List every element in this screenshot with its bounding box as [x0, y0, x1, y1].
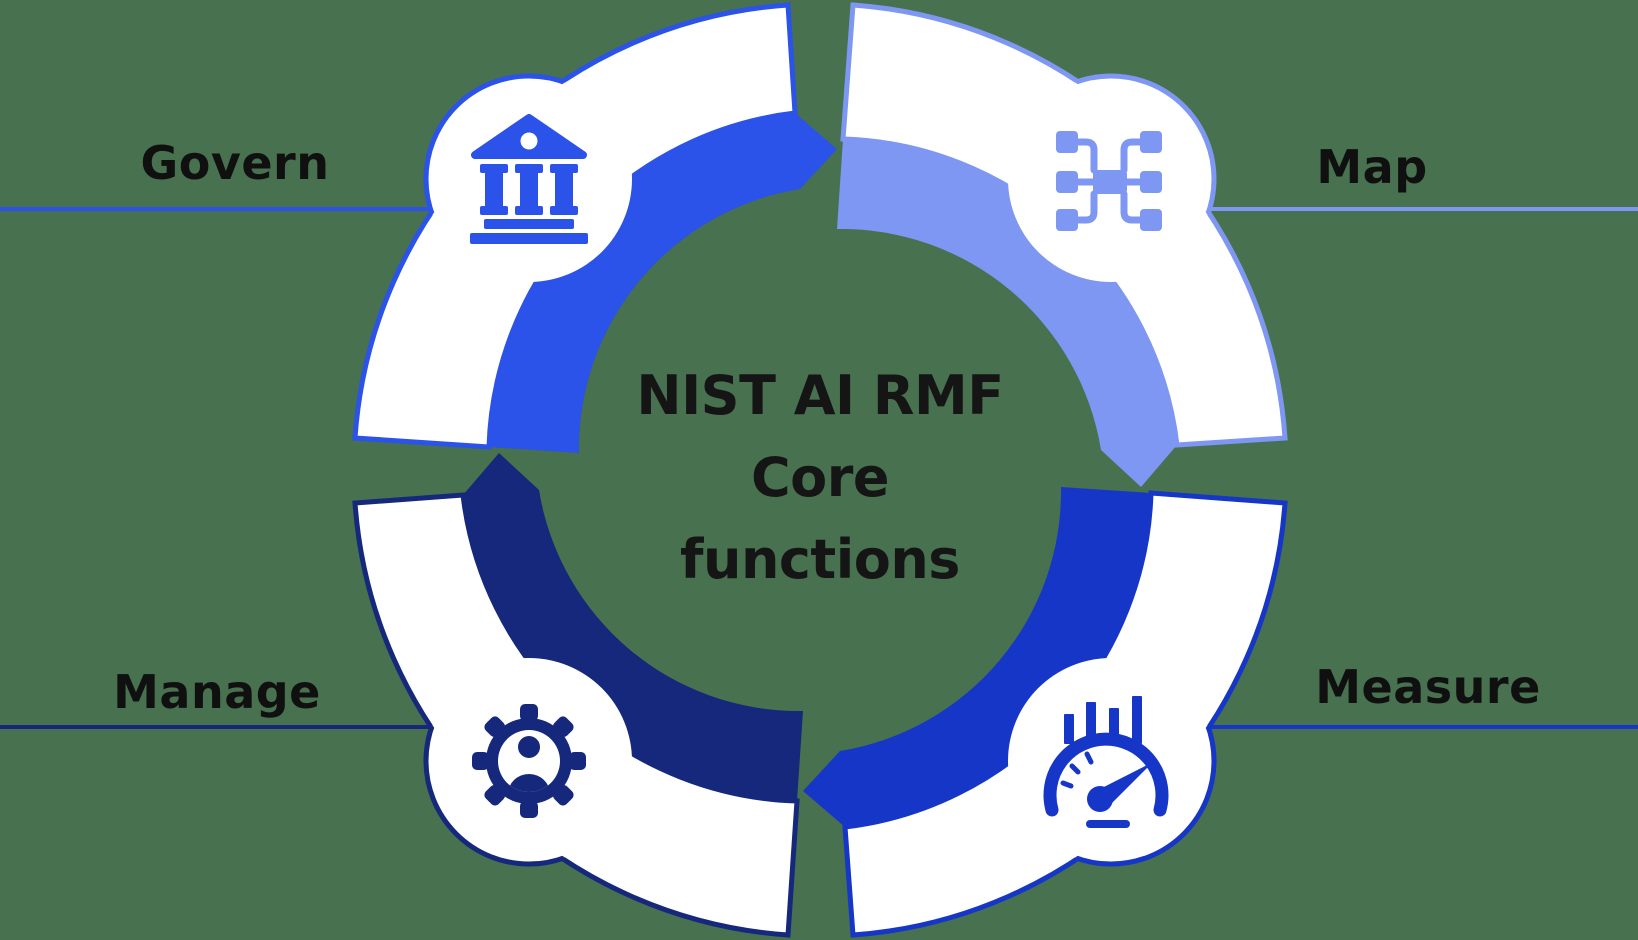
network-hub: [1093, 170, 1127, 194]
diagram-title-line-1: NIST AI RMF: [636, 364, 1004, 427]
map-arrow-band: [837, 139, 1177, 487]
person-glyph: [508, 736, 550, 792]
measure-arrow-band: [803, 487, 1151, 827]
gauge-bar: [1064, 714, 1074, 744]
bank-column-shaft: [555, 173, 573, 206]
bubble-outline-layer: [423, 73, 1217, 867]
person-head: [518, 736, 540, 758]
network-node: [1056, 171, 1078, 193]
map-bubble-outline: [1005, 73, 1217, 285]
diagram-title-line-2: Core: [751, 446, 889, 509]
bank-column-base: [550, 206, 578, 215]
person-shoulders: [508, 774, 550, 792]
bank-column-shaft: [485, 173, 503, 206]
network-link: [1074, 190, 1098, 224]
bank-column-cap: [550, 164, 578, 173]
network-node: [1056, 131, 1078, 153]
gear-center-window: [498, 730, 560, 792]
diagram-title-line-3: functions: [680, 528, 960, 591]
bank-column-base: [515, 206, 543, 215]
bank-pediment-hole: [520, 132, 538, 150]
bank-building-icon: [470, 114, 588, 244]
manage-arrow-band: [463, 453, 803, 801]
measure-bubble-outline: [1005, 655, 1217, 867]
label-govern: Govern: [140, 136, 330, 190]
govern-bubble-outline: [423, 73, 635, 285]
gauge-bar: [1086, 702, 1096, 744]
gauge-dial-arc: [1043, 732, 1169, 817]
network-node: [1056, 209, 1078, 231]
bank-column-base: [480, 206, 508, 215]
bank-step-lower: [470, 233, 588, 244]
network-node: [1140, 209, 1162, 231]
gauge-bar: [1132, 696, 1142, 744]
gear-person-icon: [472, 704, 586, 818]
gauge-needle-hub: [1087, 786, 1113, 812]
bank-step-upper: [484, 219, 574, 229]
gauge-chart-icon: [1043, 696, 1169, 828]
network-link: [1074, 138, 1098, 174]
manage-bubble-outline: [423, 655, 635, 867]
label-map: Map: [1316, 140, 1428, 194]
network-nodes-icon: [1056, 131, 1162, 231]
network-node: [1140, 131, 1162, 153]
bank-column-shaft: [520, 173, 538, 206]
network-link: [1120, 190, 1144, 224]
label-manage: Manage: [113, 665, 321, 719]
gauge-tick: [1060, 751, 1094, 789]
gauge-base-dash: [1086, 820, 1130, 828]
label-measure: Measure: [1315, 660, 1541, 714]
diagram-title: NIST AI RMF Core functions: [636, 355, 1004, 601]
bank-column-cap: [515, 164, 543, 173]
network-link: [1120, 138, 1144, 174]
govern-arrow-band: [489, 113, 837, 453]
bank-column-cap: [480, 164, 508, 173]
network-node: [1140, 171, 1162, 193]
